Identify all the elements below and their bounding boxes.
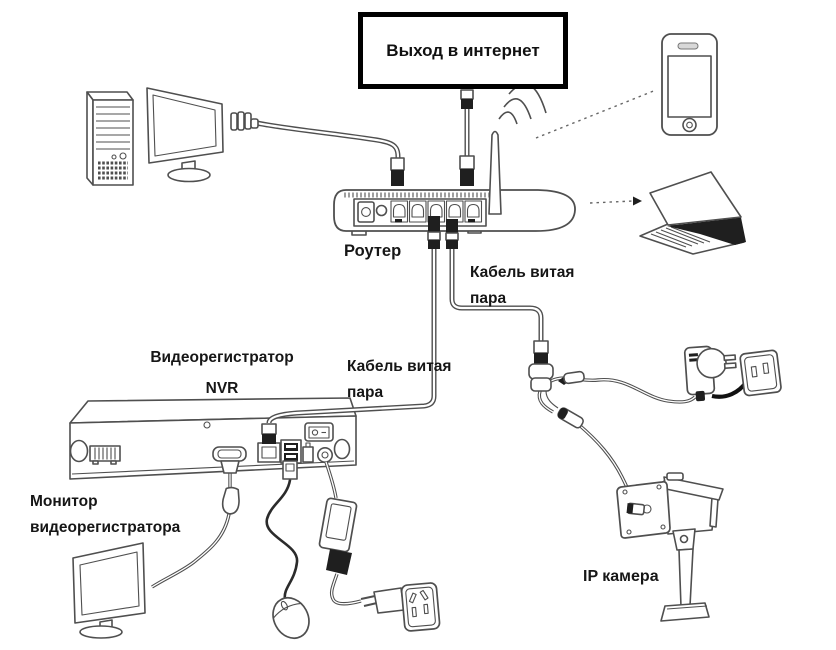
- wall-outlet: [400, 582, 441, 632]
- cable-label-router-nvr: Кабель витая пара: [347, 358, 452, 401]
- cable-label-router-camera: Кабель витая пара: [470, 264, 575, 307]
- wireless-link-phone: [535, 89, 657, 139]
- ip-camera: [616, 472, 724, 622]
- nvr-terminal-block: [89, 445, 121, 465]
- router: [333, 130, 576, 236]
- nvr-monitor: [72, 542, 146, 639]
- wifi-waves: [498, 83, 547, 125]
- camera-power-adapter: [683, 345, 737, 402]
- cable-nvr-to-monitor: [151, 460, 240, 589]
- nvr-monitor-label: Монитор видеорегистратора: [30, 493, 181, 536]
- pc-monitor: [146, 87, 224, 183]
- cable-internet-to-router: [459, 89, 475, 186]
- nvr-power-adapter: [318, 461, 405, 614]
- laptop: [639, 171, 746, 255]
- nvr-dc-jack: [316, 446, 333, 463]
- desktop-computer: [86, 91, 134, 186]
- internet-exit-box: Выход в интернет: [358, 12, 568, 89]
- ip-camera-label: IP камера: [583, 568, 659, 585]
- cable-router-to-camera: [445, 219, 544, 341]
- nvr-power-switch: [304, 422, 334, 442]
- internet-exit-label: Выход в интернет: [386, 40, 540, 60]
- usb-mouse: [265, 460, 310, 640]
- router-label: Роутер: [344, 242, 402, 260]
- smartphone: [661, 33, 718, 136]
- nvr-aux-connector: [302, 442, 314, 463]
- cable-pc-to-router: [230, 111, 405, 186]
- camera-wall-outlet: [739, 349, 782, 397]
- nvr-label: Видеорегистратор NVR: [150, 349, 294, 397]
- wireless-link-laptop: [589, 196, 642, 206]
- cable-router-to-nvr: [261, 216, 441, 444]
- wifi-antenna: [488, 130, 502, 215]
